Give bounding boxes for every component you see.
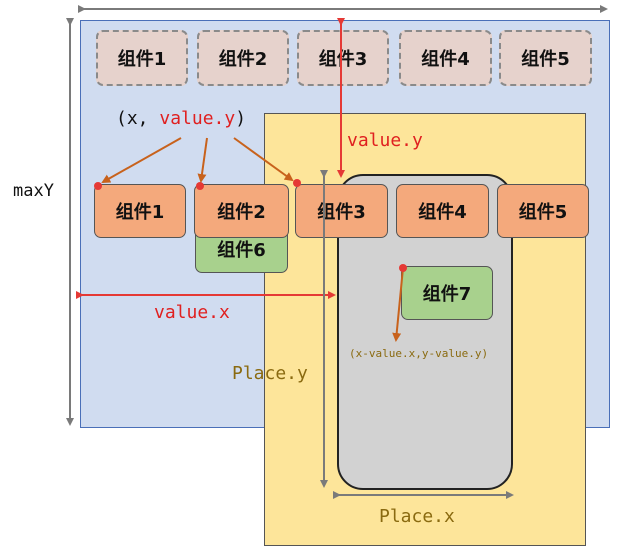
anchor-dot-2 <box>196 182 204 190</box>
value-x-label: value.x <box>154 302 230 323</box>
component-1: 组件1 <box>94 184 186 238</box>
anchor-dot-1 <box>94 182 102 190</box>
component-7: 组件7 <box>401 266 493 320</box>
component-4: 组件4 <box>396 184 489 238</box>
anchor-dot-7 <box>399 264 407 272</box>
anchor-dot-3 <box>293 179 301 187</box>
place-y-label: Place.y <box>232 363 308 384</box>
coord-value: value.y <box>159 108 236 129</box>
offset-arrow <box>392 267 404 342</box>
offset-formula-label: (x-value.x,y-value.y) <box>349 347 489 360</box>
ghost-component-5: 组件5 <box>499 30 592 86</box>
place-x-label: Place.x <box>379 506 455 527</box>
coord-prefix: (x, <box>116 108 160 129</box>
component-2: 组件2 <box>194 184 289 238</box>
coord-arrow-2 <box>197 137 208 183</box>
ghost-component-4: 组件4 <box>399 30 492 86</box>
coord-arrow-1 <box>101 137 182 183</box>
coord-label: (x, value.y) <box>116 108 246 129</box>
coord-suffix: ) <box>235 108 247 129</box>
ghost-component-2: 组件2 <box>197 30 289 86</box>
ghost-component-1: 组件1 <box>96 30 188 86</box>
component-5: 组件5 <box>497 184 589 238</box>
coord-arrow-3 <box>233 137 294 182</box>
max-y-label: maxY <box>13 181 54 201</box>
component-3: 组件3 <box>295 184 388 238</box>
value-y-label: value.y <box>347 130 423 151</box>
